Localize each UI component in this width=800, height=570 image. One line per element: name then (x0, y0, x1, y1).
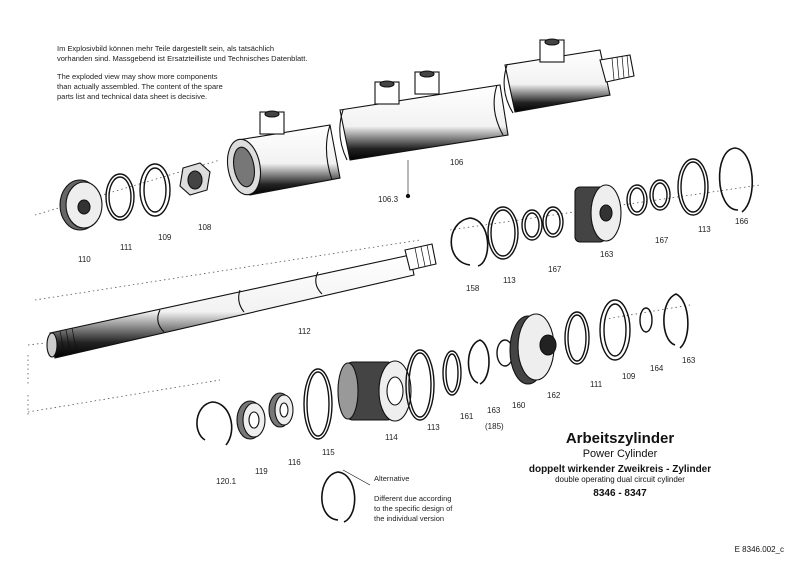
label-161: 161 (460, 412, 474, 421)
label-110: 110 (78, 255, 91, 264)
ring-113-b (677, 158, 709, 216)
label-111-b: 111 (590, 380, 603, 389)
ring-111 (105, 173, 135, 221)
alternative-line3: the individual version (374, 514, 445, 523)
document-reference: E 8346.002_c (734, 545, 784, 554)
ring-109 (139, 163, 171, 217)
label-163-c: 163 (682, 356, 696, 365)
label-160: 160 (512, 401, 526, 410)
ring-119 (236, 400, 266, 440)
label-109-b: 109 (622, 372, 636, 381)
end-cap-110 (59, 179, 103, 231)
subtitle-german: doppelt wirkender Zweikreis - Zylinder (528, 464, 712, 475)
note-de-line2: vorhanden sind. Massgebend ist Ersatztei… (57, 54, 308, 63)
piston-rod (46, 243, 437, 359)
label-119: 119 (255, 467, 268, 476)
note-english: The exploded view may show more componen… (57, 72, 223, 102)
label-113: 113 (503, 276, 516, 285)
seal-161 (442, 350, 462, 396)
alternative-title: Alternative (374, 474, 410, 483)
label-114: 114 (385, 433, 398, 442)
alternative-line1: Different due according (374, 494, 452, 503)
label-163: 163 (600, 250, 614, 259)
snap-ring-163-b (467, 339, 490, 385)
ring-113 (487, 206, 519, 260)
alternative-note: Alternative Different due according to t… (374, 474, 452, 524)
ring-116 (268, 392, 294, 428)
subtitle-english: double operating dual circuit cylinder (555, 475, 685, 484)
seal-167 (521, 206, 564, 241)
snap-ring-166 (718, 147, 754, 213)
alternative-snap-ring (321, 469, 371, 523)
label-185: (185) (485, 422, 504, 431)
label-162: 162 (547, 391, 561, 400)
label-167: 167 (548, 265, 562, 274)
oring-164 (639, 307, 653, 333)
ring-109-b (599, 299, 631, 361)
piston-162 (509, 313, 557, 385)
model-number: 8346 - 8347 (593, 488, 647, 499)
part-labels: 110 111 109 108 106.3 106 158 113 167 16… (78, 158, 749, 486)
note-de-line1: Im Explosivbild können mehr Teile darges… (57, 44, 275, 53)
label-120-1: 120.1 (216, 477, 237, 486)
label-115: 115 (322, 448, 335, 457)
ring-111-b (564, 311, 590, 365)
label-112: 112 (298, 327, 311, 336)
note-en-line2: than actually assembled. The content of … (57, 82, 223, 91)
note-german: Im Explosivbild können mehr Teile darges… (57, 44, 307, 64)
snap-ring-120-1 (196, 401, 233, 446)
note-en-line1: The exploded view may show more componen… (57, 72, 218, 81)
label-113-b: 113 (698, 225, 711, 234)
label-109: 109 (158, 233, 172, 242)
label-167-b: 167 (655, 236, 669, 245)
label-106: 106 (450, 158, 464, 167)
label-116: 116 (288, 458, 301, 467)
label-111: 111 (120, 243, 133, 252)
title-english: Power Cylinder (582, 448, 658, 460)
ring-115 (303, 368, 333, 440)
title-block: Arbeitszylinder Power Cylinder doppelt w… (470, 430, 770, 499)
label-158: 158 (466, 284, 480, 293)
piston-163 (574, 184, 622, 243)
guide-114 (337, 360, 412, 422)
nut-108 (179, 162, 211, 196)
label-113-c: 113 (427, 423, 440, 432)
label-166: 166 (735, 217, 749, 226)
note-en-line3: parts list and technical data sheet is d… (57, 92, 208, 101)
seal-167-b (626, 179, 671, 216)
title-german: Arbeitszylinder (565, 430, 675, 447)
label-106-3: 106.3 (378, 195, 399, 204)
cylinder-housing (226, 38, 635, 199)
label-163-b: 163 (487, 406, 501, 415)
snap-ring-158 (450, 217, 489, 267)
snap-ring-163-c (663, 293, 689, 349)
label-164: 164 (650, 364, 664, 373)
ring-113-c (405, 349, 435, 421)
label-108: 108 (198, 223, 212, 232)
alternative-line2: to the specific design of (374, 504, 453, 513)
